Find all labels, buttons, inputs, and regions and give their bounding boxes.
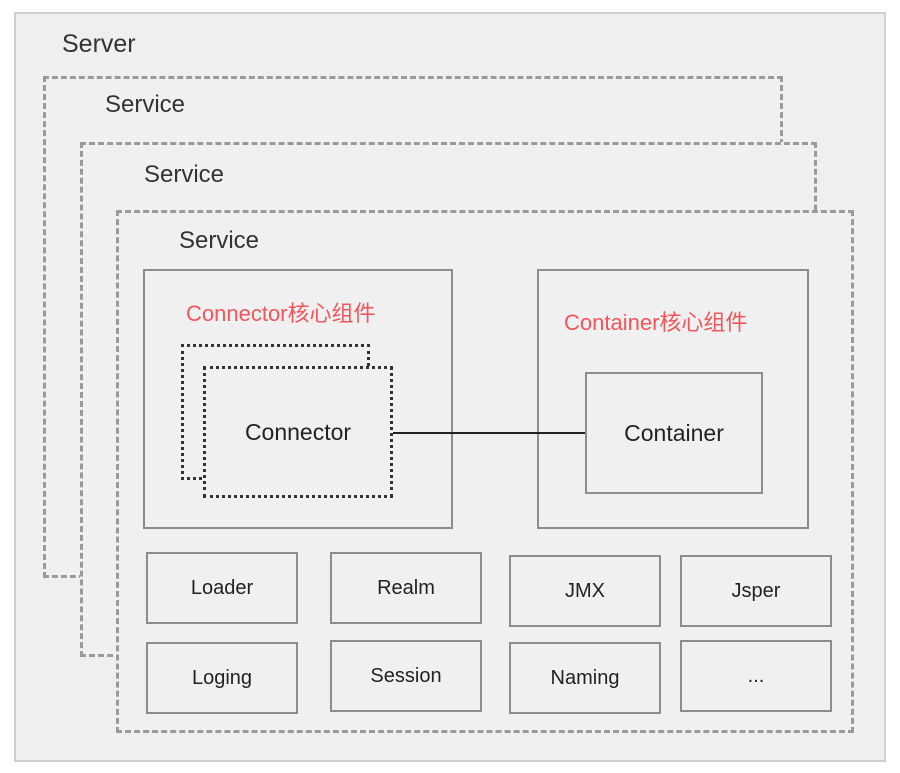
connector-container-link [393,432,585,434]
service-label-middle: Service [144,161,225,188]
component-jmx: JMX [509,555,661,627]
container-group-title: Container核心组件 [564,310,748,335]
component-realm: Realm [330,552,482,624]
service-label-back: Service [105,91,186,118]
component-more: ... [680,640,832,712]
component-naming: Naming [509,642,661,714]
service-label-front: Service [179,227,260,254]
connector-group-box [143,269,453,529]
component-session: Session [330,640,482,712]
container-group-box [537,269,809,529]
component-jsper: Jsper [680,555,832,627]
connector-box [203,366,393,498]
component-loader: Loader [146,552,298,624]
connector-group-title: Connector核心组件 [186,301,376,326]
connector-label: Connector [244,418,352,445]
component-loging: Loging [146,642,298,714]
container-box: Container [585,372,763,494]
server-label: Server [62,30,136,58]
